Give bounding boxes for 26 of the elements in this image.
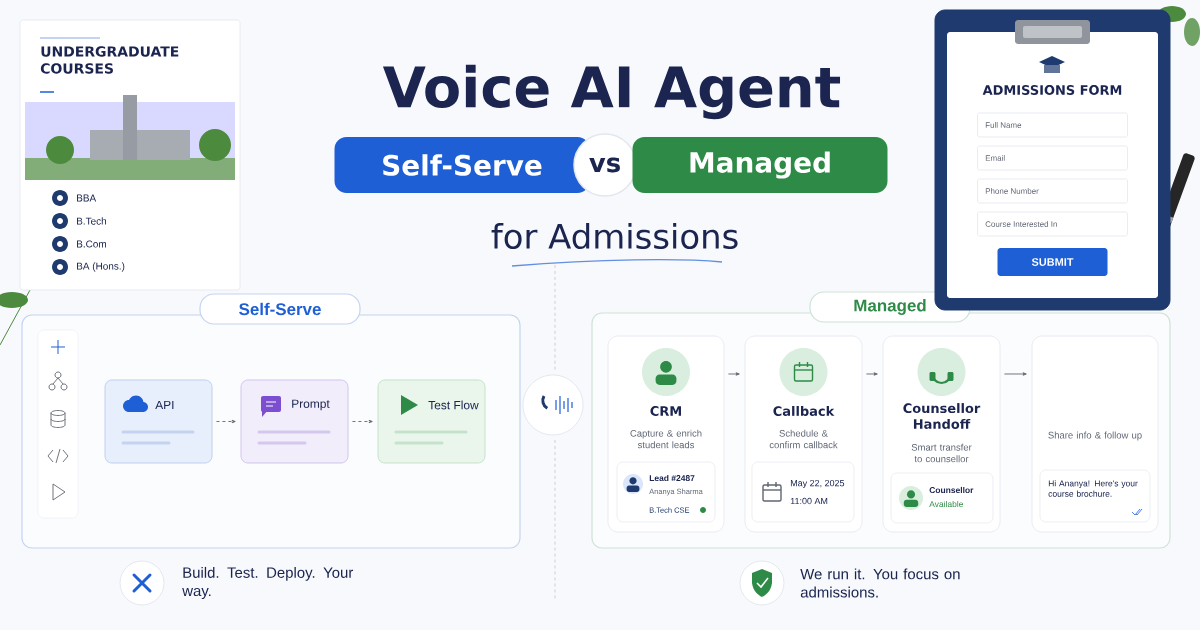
- subtitle: for Admissions: [491, 222, 738, 250]
- status-card: Counsellor Available: [890, 472, 994, 524]
- course-name: B.Tech: [77, 217, 107, 225]
- arrow: [352, 419, 373, 424]
- course-name: BA (Hons.): [77, 262, 125, 272]
- date-card: May 22, 2025 11:00 AM: [751, 461, 855, 523]
- node-label: Self-Serve: [239, 302, 321, 316]
- step-card: API: [104, 379, 213, 464]
- arrow: [727, 372, 740, 376]
- course-name: BBA: [77, 194, 97, 202]
- arrow: [865, 372, 878, 376]
- form-heading: ADMISSIONS FORM: [982, 85, 1122, 95]
- step-card: Prompt: [240, 379, 349, 464]
- vs-badge: vs: [573, 133, 637, 197]
- tagline: We run it. You focus on admissions.: [800, 568, 960, 598]
- title: Voice AI Agent: [382, 64, 840, 120]
- arrow: [216, 419, 236, 424]
- step-card: Test Flow: [377, 379, 486, 464]
- banner-pill: Self-Serve: [334, 137, 590, 193]
- submit-button: SUBMIT: [997, 248, 1108, 276]
- arrow: [1003, 372, 1027, 376]
- tagline: Build. Test. Deploy. Your way.: [182, 566, 354, 600]
- node-label: Managed: [854, 299, 926, 315]
- message-bubble: Hi Ananya! Here's your course brochure.: [1039, 469, 1151, 523]
- course-name: B.Com: [77, 240, 106, 248]
- banner-pill: Managed: [632, 137, 888, 193]
